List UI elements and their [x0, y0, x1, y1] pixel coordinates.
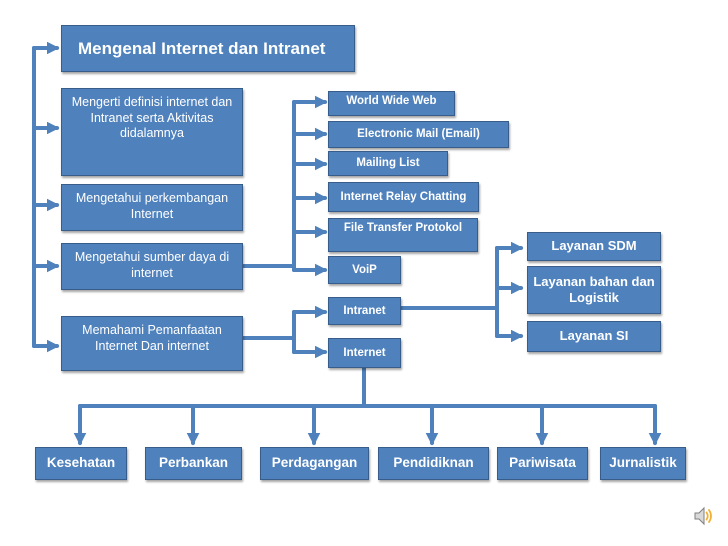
service-mailing-label: Mailing List: [356, 157, 420, 170]
service-voip: VoiP: [328, 256, 401, 284]
field-kesehatan: Kesehatan: [35, 447, 127, 480]
field-kesehatan-label: Kesehatan: [46, 455, 116, 471]
topic-pemanfaatan-label: Memahami Pemanfaatan Internet Dan intern…: [82, 323, 222, 353]
layanan-logistik: Layanan bahan dan Logistik: [527, 266, 661, 314]
title-box: Mengenal Internet dan Intranet: [61, 25, 355, 72]
service-mailing: Mailing List: [328, 151, 448, 176]
field-perbankan-label: Perbankan: [158, 455, 229, 471]
network-intranet: Intranet: [328, 297, 401, 325]
service-ftp-label: File Transfer Protokol: [343, 222, 463, 234]
field-perbankan: Perbankan: [145, 447, 242, 480]
field-jurnalistik: Jurnalistik: [600, 447, 686, 480]
field-pariwisata-label: Pariwisata: [509, 455, 576, 471]
layanan-sdm: Layanan SDM: [527, 232, 661, 261]
topic-perkembangan-label: Mengetahui perkembangan Internet: [75, 191, 229, 221]
topic-definisi: Mengerti definisi internet dan Intranet …: [61, 88, 243, 176]
service-voip-label: VoiP: [352, 263, 377, 276]
service-irc-label: Internet Relay Chatting: [340, 190, 467, 203]
service-irc: Internet Relay Chatting: [328, 182, 479, 212]
speaker-icon[interactable]: [692, 504, 716, 528]
bottom-connector: [78, 366, 657, 408]
topic-sumber-daya: Mengetahui sumber daya di internet: [61, 243, 243, 290]
topic-pemanfaatan: Memahami Pemanfaatan Internet Dan intern…: [61, 316, 243, 371]
field-perdagangan-label: Perdagangan: [271, 455, 358, 471]
network-intranet-label: Intranet: [343, 304, 386, 317]
field-pariwisata: Pariwisata: [497, 447, 588, 480]
networks-connector: [242, 310, 296, 354]
services-connector: [242, 100, 296, 272]
layanan-sdm-label: Layanan SDM: [551, 238, 637, 254]
field-pendidiknan-label: Pendidiknan: [393, 455, 474, 471]
layanan-logistik-label: Layanan bahan dan Logistik: [533, 273, 655, 305]
topic-sumber-daya-label: Mengetahui sumber daya di internet: [74, 250, 230, 280]
topic-perkembangan: Mengetahui perkembangan Internet: [61, 184, 243, 231]
layanan-si: Layanan SI: [527, 321, 661, 352]
service-email: Electronic Mail (Email): [328, 121, 509, 148]
network-internet-label: Internet: [343, 346, 386, 359]
service-www-label: World Wide Web: [346, 95, 437, 107]
layanan-si-label: Layanan SI: [559, 328, 629, 344]
network-internet: Internet: [328, 338, 401, 368]
title-text: Mengenal Internet dan Intranet: [78, 38, 326, 58]
intranet-services-connector: [400, 246, 499, 338]
field-pendidiknan: Pendidiknan: [378, 447, 489, 480]
field-perdagangan: Perdagangan: [260, 447, 369, 480]
topic-definisi-label: Mengerti definisi internet dan Intranet …: [71, 95, 233, 141]
service-email-label: Electronic Mail (Email): [357, 128, 480, 141]
service-www: World Wide Web: [328, 91, 455, 116]
service-ftp: File Transfer Protokol: [328, 218, 478, 252]
field-jurnalistik-label: Jurnalistik: [609, 455, 677, 471]
